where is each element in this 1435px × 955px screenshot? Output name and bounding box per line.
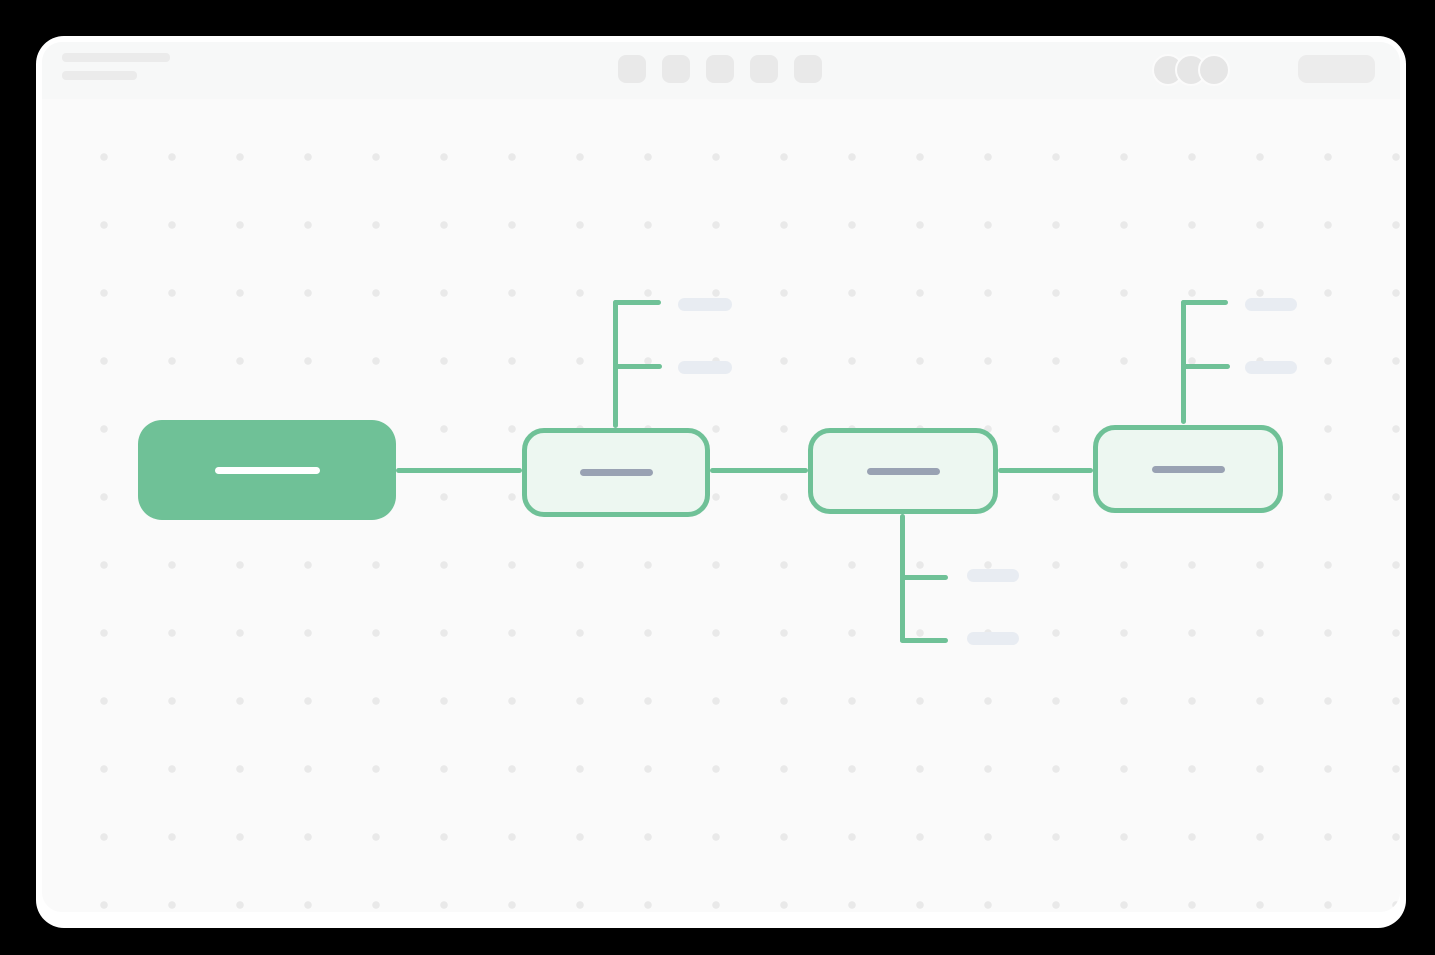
child-label-placeholder [967, 632, 1019, 645]
app-panel [42, 42, 1400, 912]
toolbar-button-2[interactable] [662, 55, 690, 83]
node-label-placeholder [214, 466, 320, 474]
branch-step1-stub-mid [613, 364, 662, 369]
branch-step3-trunk [1181, 300, 1186, 424]
primary-action-button[interactable] [1298, 55, 1375, 83]
child-label-placeholder [678, 298, 732, 311]
app-header [42, 42, 1400, 99]
app-window [36, 36, 1406, 928]
branch-step1-stub-top [613, 300, 661, 305]
toolbar [618, 55, 822, 83]
connector-root-step1 [396, 468, 522, 473]
flow-node-root[interactable] [138, 420, 396, 520]
child-label-placeholder [1245, 361, 1297, 374]
flow-node-step2[interactable] [808, 428, 998, 514]
toolbar-button-3[interactable] [706, 55, 734, 83]
toolbar-button-5[interactable] [794, 55, 822, 83]
connector-step2-step3 [998, 468, 1093, 473]
child-label-placeholder [1245, 298, 1297, 311]
node-label-placeholder [866, 467, 940, 475]
branch-step2-stub-bottom [900, 638, 948, 643]
connector-step1-step2 [710, 468, 808, 473]
flow-node-step3[interactable] [1093, 425, 1283, 513]
toolbar-button-1[interactable] [618, 55, 646, 83]
logo-placeholder-line-2 [62, 71, 137, 80]
child-label-placeholder [678, 361, 732, 374]
diagram-canvas[interactable] [42, 99, 1400, 912]
branch-step3-stub-top [1181, 300, 1228, 305]
node-label-placeholder [1151, 465, 1225, 473]
node-label-placeholder [579, 469, 653, 476]
user-avatar-3[interactable] [1198, 54, 1230, 86]
avatar-group [1152, 54, 1230, 86]
flow-node-step1[interactable] [522, 428, 710, 517]
branch-step3-stub-mid [1181, 364, 1230, 369]
child-label-placeholder [967, 569, 1019, 582]
toolbar-button-4[interactable] [750, 55, 778, 83]
logo-placeholder-line-1 [62, 53, 170, 62]
branch-step2-stub-mid [900, 575, 948, 580]
